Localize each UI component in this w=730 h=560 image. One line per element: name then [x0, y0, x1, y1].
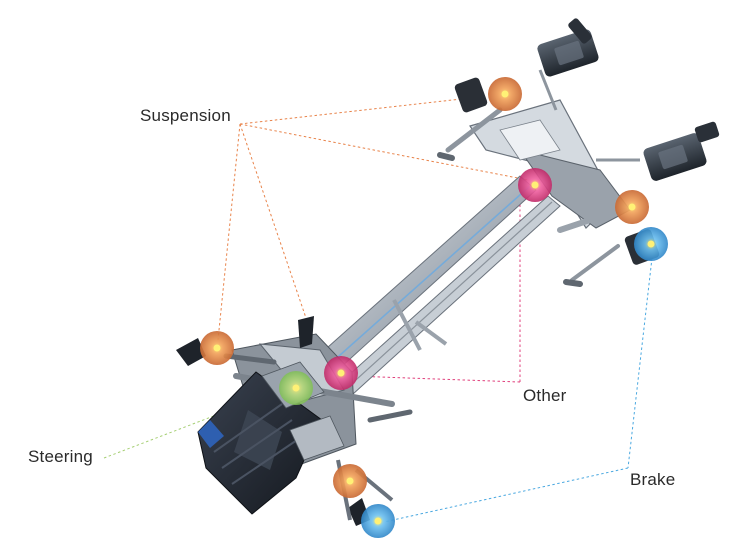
- chassis-frame: [176, 18, 720, 526]
- brake-leader-lines: [383, 257, 653, 523]
- brake-hotspots: [361, 227, 668, 538]
- suspension-leader-lines: [217, 97, 529, 341]
- other-label: Other: [523, 386, 567, 405]
- other-hotspots: [324, 168, 552, 390]
- steering-hotspots: [279, 371, 313, 405]
- muffler-right: [643, 121, 720, 181]
- steering-leader-line: [103, 385, 293, 459]
- suspension-hotspot-dot: [628, 203, 636, 211]
- steering-hotspot-dot: [292, 384, 300, 392]
- steering-label: Steering: [28, 447, 93, 466]
- brake-hotspot-dot: [647, 240, 655, 248]
- other-hotspot-dot: [337, 369, 345, 377]
- suspension-hotspots: [200, 77, 649, 498]
- suspension-label: Suspension: [140, 106, 231, 125]
- suspension-hotspot-dot: [213, 344, 221, 352]
- suspension-hotspot-dot: [346, 477, 354, 485]
- muffler-left: [537, 18, 599, 77]
- suspension-hotspot-dot: [501, 90, 509, 98]
- brake-hotspot-dot: [374, 517, 382, 525]
- brake-label: Brake: [630, 470, 676, 489]
- other-hotspot-dot: [531, 181, 539, 189]
